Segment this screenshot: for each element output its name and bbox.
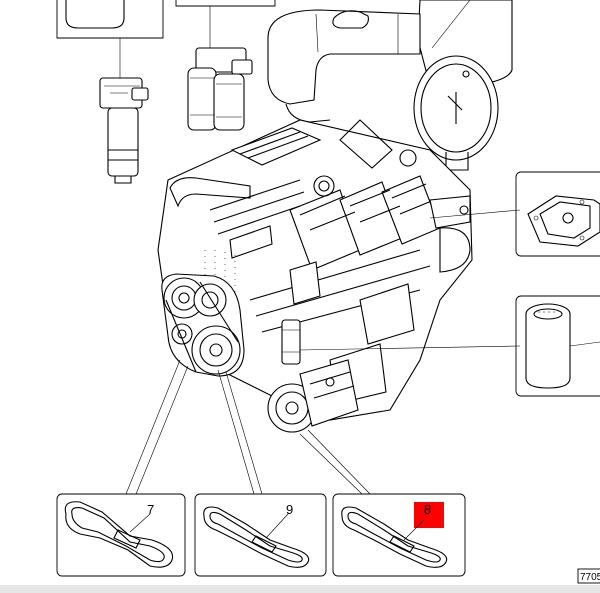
fuel-filter-assembly[interactable] (99, 77, 149, 184)
callout-box-filter-top-left[interactable] (56, 0, 164, 39)
leader-line (431, 0, 471, 49)
highlight-marker (414, 502, 444, 528)
pulley-assembly[interactable] (161, 273, 245, 377)
leader-line-8 (307, 429, 371, 495)
compressor[interactable] (267, 359, 359, 433)
leader-line (429, 209, 521, 219)
leader-line-9 (217, 369, 255, 495)
callout-box-oil-filter[interactable] (515, 295, 600, 397)
callout-label-7: 7 (147, 502, 154, 517)
callout-box-belt-9[interactable]: 9 (194, 493, 327, 577)
callout-box-gasket[interactable] (515, 171, 600, 257)
callout-box-belt-7[interactable]: 7 (56, 493, 186, 577)
double-filter-assembly[interactable] (187, 47, 253, 131)
air-filter-housing[interactable] (413, 0, 513, 171)
callout-label-9: 9 (286, 502, 293, 517)
intake-hose[interactable] (267, 9, 421, 123)
leader-line-8 (299, 433, 363, 495)
leader-line (299, 345, 521, 351)
footer-band (0, 585, 600, 593)
callout-box-filter-top-middle[interactable] (175, 0, 276, 7)
callout-label-8: 8 (424, 502, 431, 517)
leader-line-7 (125, 359, 181, 495)
leader-line-7 (135, 365, 189, 495)
reference-code: 7705 (580, 572, 600, 583)
reference-code-box: 7705 (577, 568, 600, 584)
leader-line-9 (225, 371, 263, 495)
callout-box-belt-8[interactable]: 8 (332, 493, 466, 577)
